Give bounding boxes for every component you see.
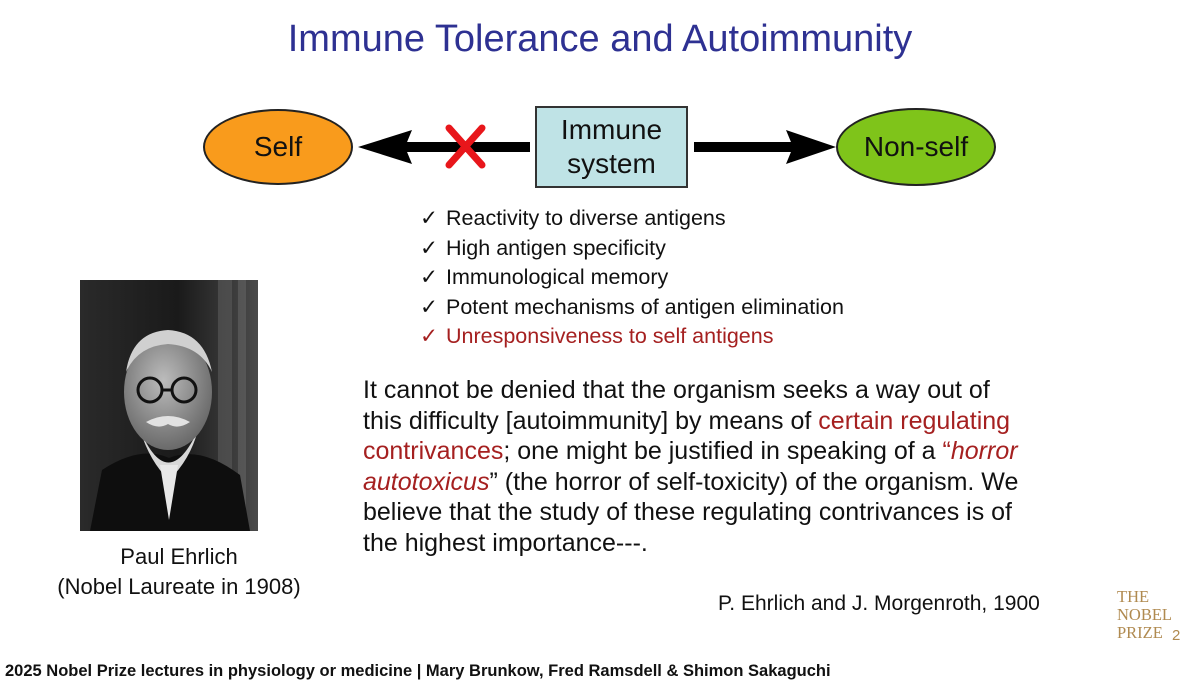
list-item: ✓High antigen specificity	[420, 234, 844, 264]
list-item: ✓Reactivity to diverse antigens	[420, 204, 844, 234]
checkmark-icon: ✓	[420, 294, 439, 319]
quote-line: autotoxicus” (the horror of self-toxicit…	[363, 467, 1019, 496]
checkmark-icon: ✓	[420, 206, 439, 230]
immune-properties-list: ✓Reactivity to diverse antigens ✓High an…	[420, 204, 844, 352]
checkmark-icon: ✓	[420, 235, 439, 260]
immune-label-line2: system	[567, 148, 656, 179]
slide-title: Immune Tolerance and Autoimmunity	[287, 18, 913, 60]
immune-system-box: Immune system	[535, 106, 688, 188]
checkmark-icon: ✓	[420, 324, 439, 348]
page-number: 2	[1172, 627, 1181, 644]
nobel-prize-logo: THE NOBEL PRIZE	[1117, 587, 1172, 642]
quote-attribution: P. Ehrlich and J. Morgenroth, 1900	[718, 592, 1040, 615]
portrait-photo	[80, 280, 258, 531]
caption-name: Paul Ehrlich	[120, 544, 238, 569]
footer-caption: 2025 Nobel Prize lectures in physiology …	[5, 662, 831, 680]
arrow-to-nonself	[694, 130, 836, 164]
quote-line: this difficulty [autoimmunity] by means …	[363, 406, 1011, 435]
quote-line: the highest importance---.	[363, 528, 648, 557]
self-label: Self	[253, 131, 303, 162]
list-item: ✓Immunological memory	[420, 263, 844, 293]
immune-label-line1: Immune	[560, 114, 663, 145]
nonself-ellipse: Non-self	[836, 108, 996, 186]
blocked-cross-icon	[445, 124, 486, 169]
arrow-to-self	[358, 130, 530, 164]
quote-line: It cannot be denied that the organism se…	[363, 376, 990, 404]
caption-laureate: (Nobel Laureate in 1908)	[57, 574, 301, 599]
self-ellipse: Self	[203, 109, 353, 185]
list-item: ✓Potent mechanisms of antigen eliminatio…	[420, 293, 844, 323]
quote-line: believe that the study of these regulati…	[363, 498, 1012, 527]
ehrlich-quote: It cannot be denied that the organism se…	[363, 375, 1163, 559]
quote-line: contrivances; one might be justified in …	[363, 437, 1018, 466]
portrait-caption: Paul Ehrlich (Nobel Laureate in 1908)	[40, 542, 318, 602]
list-item-highlighted: ✓Unresponsiveness to self antigens	[420, 322, 844, 352]
checkmark-icon: ✓	[420, 265, 439, 289]
nonself-label: Non-self	[863, 131, 969, 162]
